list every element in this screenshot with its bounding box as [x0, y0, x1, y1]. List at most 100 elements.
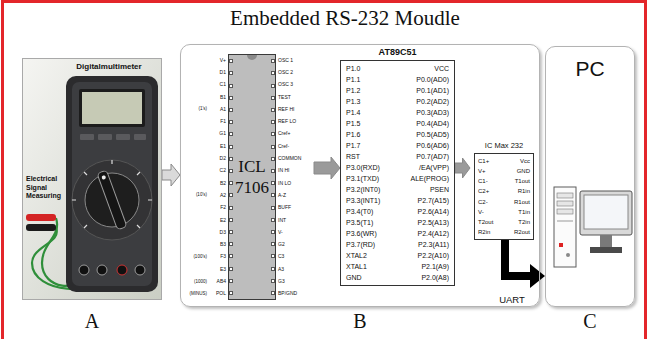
pin-label-column: C1+V+C1-C2+C2-V-T2outR2in [478, 156, 505, 237]
pin-label: IN HI [278, 168, 314, 173]
chip-title: IC Max 232 [470, 140, 538, 151]
pin-label: P0.2(AD2) [397, 98, 449, 105]
pin-label: P1.1 [346, 76, 398, 83]
pin-label: E1 [208, 144, 226, 149]
chip-title: AT89C51 [340, 46, 455, 58]
pin-label: V+ [208, 58, 226, 63]
pin-label: P2.7(A15) [397, 197, 449, 204]
adc-chip: ICL 7106V+D1C1B1A1F1G1E1D2C2B2A2F2E2D3B3… [208, 52, 314, 302]
pin-pad [271, 291, 275, 295]
pin-label: F2 [208, 205, 226, 210]
pin-label: V- [278, 230, 314, 235]
pin-label: P0.1(AD1) [397, 87, 449, 94]
pin-label: PSEN [397, 186, 449, 193]
pin-label: P0.0(AD0) [397, 76, 449, 83]
pin-label: C2 [208, 168, 226, 173]
part-letter-holder: B [181, 310, 539, 332]
pin-label: Cref+ [278, 131, 314, 136]
module-panel: B(1's)(10's)(100's)(1000)(MINUS)ICL 7106… [180, 44, 540, 307]
pin-label: P0.7(AD7) [397, 153, 449, 160]
computer-picture [546, 47, 636, 308]
pin-label: TEST [278, 95, 314, 100]
diagram-title: Embedded RS-232 Moudle [230, 6, 460, 31]
pin-label: A-Z [278, 193, 314, 198]
pin-pad [271, 230, 275, 234]
digit-group-label: (1000) [181, 279, 207, 285]
pin-label: C1- [478, 178, 505, 184]
pin-label: A3 [278, 267, 314, 272]
pin-label: R1in [503, 188, 530, 194]
pin-label: C3 [278, 254, 314, 259]
part-letter: A [23, 310, 161, 332]
pin-label: P3.7(RD) [346, 241, 398, 248]
pin-label: REF HI [278, 107, 314, 112]
driver-chip: IC Max 232C1+V+C1-C2+C2-V-T2outR2inVccGN… [470, 140, 538, 240]
pin-pad [271, 267, 275, 271]
pin-label: A1 [208, 107, 226, 112]
pin-label: G1 [208, 131, 226, 136]
device-caption-holder: Digitalmultimeter [59, 62, 159, 72]
pin-pad [229, 157, 233, 161]
device-caption: Digitalmultimeter [59, 62, 159, 72]
pin-pad [229, 96, 233, 100]
digit-group-label: (MINUS) [181, 291, 207, 297]
pin-pad [229, 84, 233, 88]
pin-label: OSC 1 [278, 58, 314, 63]
pin-label-column: VCCP0.0(AD0)P0.1(AD1)P0.2(AD2)P0.3(AD3)P… [397, 63, 449, 283]
pin-label: P1.2 [346, 87, 398, 94]
pin-label: P1.7 [346, 142, 398, 149]
chip-outline: C1+V+C1-C2+C2-V-T2outR2inVccGNDT1outR1in… [474, 153, 534, 240]
pin-label: COMMON [278, 156, 314, 161]
pin-label: R2out [503, 229, 530, 235]
pin-label: V- [478, 209, 505, 215]
pin-label: REF LO [278, 119, 314, 124]
pin-label: T2in [503, 219, 530, 225]
pin-label: P1.6 [346, 131, 398, 138]
pin-label: OSC 3 [278, 82, 314, 87]
pin-label: P3.2(INT0) [346, 186, 398, 193]
pin-label: G3 [278, 279, 314, 284]
pin-pad [229, 279, 233, 283]
pin-label: P2.2(A10) [397, 252, 449, 259]
block-arrow [455, 158, 470, 178]
pin-pad [271, 181, 275, 185]
pin-pad [229, 59, 233, 63]
pin-label: P2.0(A8) [397, 274, 449, 281]
pin-label: P2.4(A12) [397, 230, 449, 237]
digit-group-label: (100's) [181, 254, 207, 260]
mcu-chip: AT89C51P1.0P1.1P1.2P1.3P1.4P1.5P1.6P1.7R… [340, 46, 455, 286]
connector-arrow [455, 158, 470, 178]
pc-title: PC [546, 57, 634, 81]
pin-label: T2out [478, 219, 505, 225]
pin-label: P2.6(A14) [397, 208, 449, 215]
pin-pad [271, 120, 275, 124]
pc-title-holder: PC [546, 57, 634, 81]
pin-label: R2in [478, 229, 505, 235]
pin-pad [271, 206, 275, 210]
pin-label: V+ [478, 168, 505, 174]
pin-label: P3.4(T0) [346, 208, 398, 215]
pin-label: P3.5(T1) [346, 219, 398, 226]
pin-label: C2- [478, 199, 505, 205]
pin-label: XTAL2 [346, 252, 398, 259]
pin-pad [229, 169, 233, 173]
pin-label: BUFF [278, 205, 314, 210]
pin-pad [271, 71, 275, 75]
pin-label: A2 [208, 193, 226, 198]
pin-label: P0.4(AD4) [397, 120, 449, 127]
pin-label: RST [346, 153, 398, 160]
part-letter-holder: C [546, 310, 634, 332]
pin-label: AB4 [208, 279, 226, 284]
pin-label: G2 [278, 242, 314, 247]
pin-pad [229, 206, 233, 210]
digit-group-holder: (MINUS) [181, 291, 207, 297]
block-arrow [162, 164, 180, 186]
part-letter: B [181, 310, 539, 332]
pin-label: F3 [208, 254, 226, 259]
pin-label: ALE(PROG) [397, 175, 449, 182]
pin-pad [271, 132, 275, 136]
pin-pad [229, 132, 233, 136]
uart-line [505, 240, 533, 276]
pin-label: POL [208, 291, 226, 296]
pin-label: P3.1(TXD) [346, 175, 398, 182]
